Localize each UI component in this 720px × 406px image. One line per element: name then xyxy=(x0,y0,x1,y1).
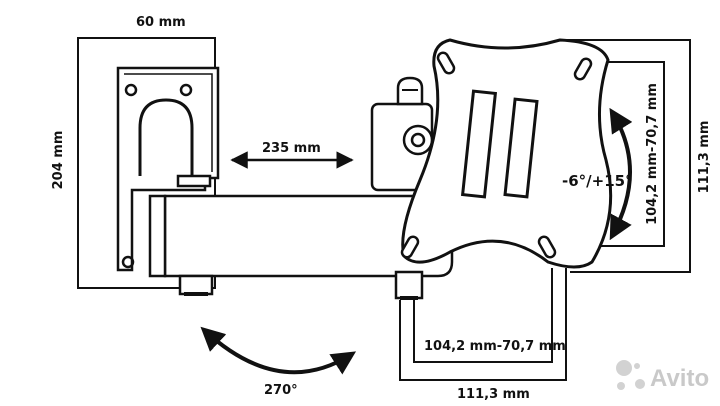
height-label: 204 mm xyxy=(51,131,66,190)
swivel-label: 270° xyxy=(264,383,298,398)
vesa-outline-right xyxy=(560,61,665,247)
wall-plate xyxy=(116,66,220,272)
mount-width-label: 111,3 mm xyxy=(457,387,530,402)
watermark-text: Avito xyxy=(650,365,709,392)
mount-height-label: 111,3 mm xyxy=(697,121,712,194)
vesa-vertical-label: 104,2 mm-70,7 mm xyxy=(645,83,660,225)
vesa-horizontal-label: 104,2 mm-70,7 mm xyxy=(424,339,566,354)
mount-plate-outline-bottom xyxy=(399,268,567,381)
vesa-plate xyxy=(400,38,613,269)
swivel-arrow xyxy=(200,326,357,375)
mount-plate-outline-right xyxy=(560,39,691,273)
tilt-bracket xyxy=(370,76,434,300)
width-label: 60 mm xyxy=(136,15,186,30)
vesa-outline-bottom xyxy=(413,268,553,363)
tilt-label: -6°/+15° xyxy=(562,172,633,190)
extension-label: 235 mm xyxy=(262,141,321,156)
tilt-arrow xyxy=(609,107,633,241)
avito-dots-icon xyxy=(616,360,645,390)
